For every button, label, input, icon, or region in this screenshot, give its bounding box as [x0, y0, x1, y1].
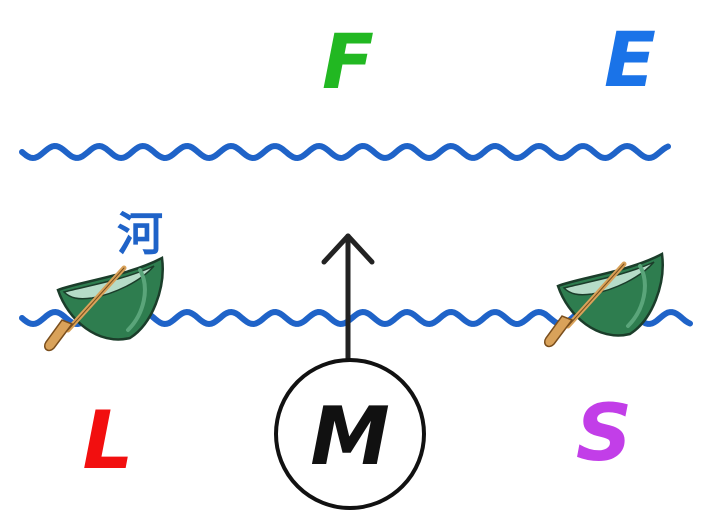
- label-s: S: [576, 389, 632, 479]
- label-l: L: [83, 394, 134, 487]
- label-e: E: [604, 15, 656, 104]
- rowboat-icon: [45, 258, 163, 350]
- up-arrow: [321, 233, 375, 363]
- river-bank-top: [19, 142, 671, 162]
- rowboat-icon: [545, 254, 663, 346]
- circle-label-m: M: [310, 390, 390, 483]
- label-f: F: [322, 17, 374, 106]
- m-circle: M: [274, 358, 426, 510]
- river-label: 河: [117, 207, 163, 261]
